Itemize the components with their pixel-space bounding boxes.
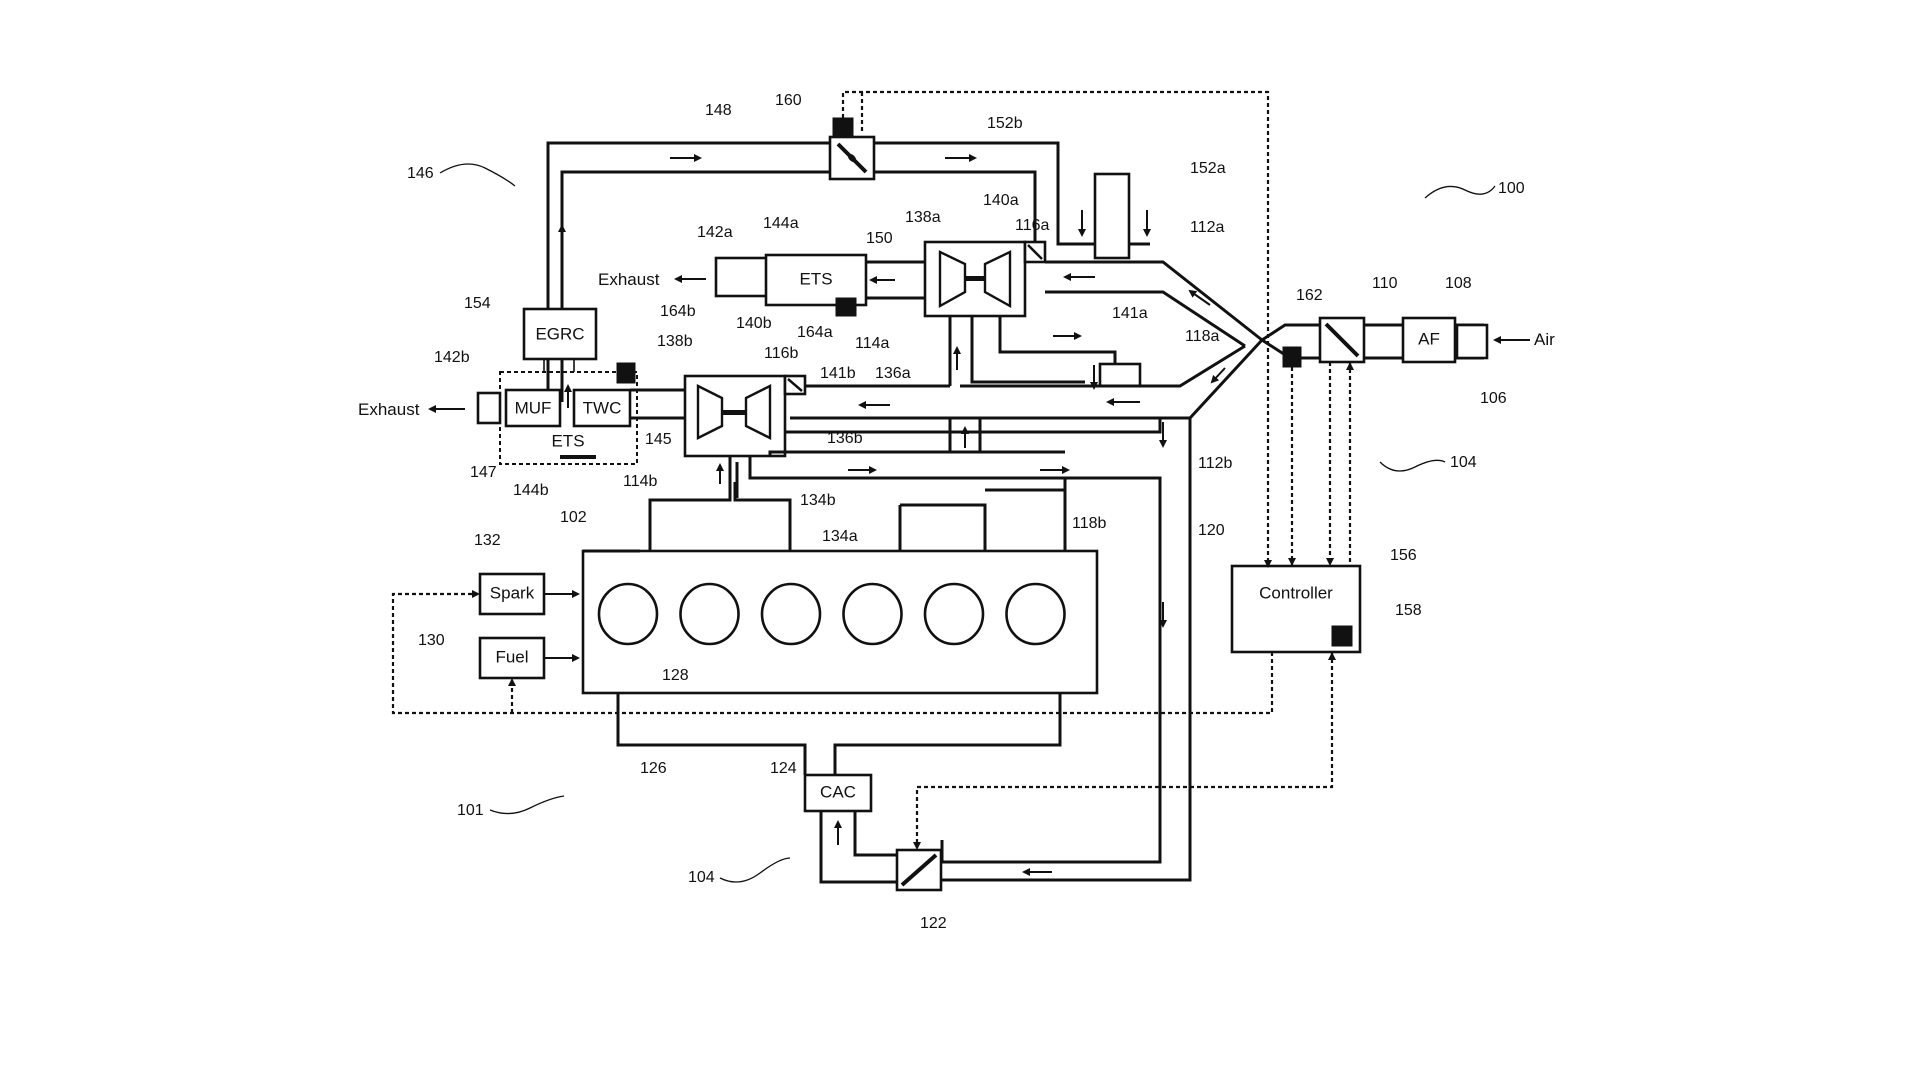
controller-memory [1331,625,1353,647]
cylinder [1005,582,1066,646]
ref-108: 108 [1445,275,1472,292]
ref-136a: 136a [875,365,911,382]
egr-valve[interactable] [828,135,876,181]
controller-to-spark-fuel-line [391,592,1274,715]
egr-cooler-label: EGRC [535,324,584,343]
ref-162: 162 [1296,287,1323,304]
ref-140b: 140b [736,315,772,332]
ref-100: 100 [1498,180,1525,197]
ref-114a: 114a [855,335,890,352]
ref-150: 150 [866,230,893,247]
ets-b-enclosure [499,371,638,465]
intake-sensor [1282,346,1302,368]
ref-138b: 138b [657,333,693,350]
ref-101: 101 [457,802,484,819]
ref-164a: 164a [797,324,833,341]
spark-label: Spark [490,583,535,602]
ref-128: 128 [662,667,689,684]
ref-145: 145 [645,431,672,448]
ref-164b: 164b [660,303,696,320]
ref-148: 148 [705,102,732,119]
cylinder [679,582,740,646]
ref-134a: 134a [822,528,858,545]
air-label: Air [1534,330,1555,349]
ref-144a: 144a [763,215,799,232]
charge-air-cooler-label: CAC [820,782,856,801]
ref-147: 147 [470,464,497,481]
ref-156: 156 [1390,547,1417,564]
exhaust-pipe-a [674,253,925,307]
egr-valve-control-line [841,90,1270,568]
ref-132: 132 [474,532,501,549]
intake-manifold [616,693,1062,775]
ref-120: 120 [1198,522,1225,539]
ref-116b: 116b [764,345,799,362]
turbocharger-a[interactable] [923,240,1047,318]
exhaust-a-label: Exhaust [598,270,660,289]
reference-labels: 100 101 104 104 146 148 160 150 152b 152… [407,92,1525,932]
ref-141b: 141b [820,365,856,382]
muf-box [504,388,562,428]
twc-label: TWC [583,398,622,417]
ref-110: 110 [1372,275,1398,292]
ref-146: 146 [407,165,434,182]
cylinder [842,582,903,646]
main-throttle[interactable] [895,848,943,892]
ref-112b: 112b [1198,455,1233,472]
controller-label: Controller [1259,583,1333,602]
ref-104-right: 104 [1450,454,1477,471]
charge-air-cooler-box [803,773,873,813]
exhaust-b-label: Exhaust [358,400,420,419]
cylinder [760,582,822,646]
ref-122: 122 [920,915,947,932]
turbo-b-passages [630,388,1192,882]
ref-134b: 134b [800,492,836,509]
ets-a-sensor [835,297,857,317]
ref-141a: 141a [1112,305,1148,322]
intake-throttle[interactable] [1318,316,1366,364]
ets-a-label: ETS [799,269,832,288]
muf-label: MUF [515,398,552,417]
air-filter-label: AF [1418,329,1440,348]
cylinder-group [597,582,1066,646]
ref-138a: 138a [905,209,941,226]
ref-152b: 152b [987,115,1023,132]
cylinder [597,582,659,646]
ets-b-label: ETS [551,431,584,450]
ref-118a: 118a [1185,328,1220,345]
ref-144b: 144b [513,482,549,499]
twc-box [572,388,632,428]
ref-136b: 136b [827,430,863,447]
ref-102: 102 [560,509,587,526]
ref-158: 158 [1395,602,1422,619]
ref-104-bottom: 104 [688,869,715,886]
ref-142b: 142b [434,349,470,366]
ref-130: 130 [418,632,445,649]
ref-142a: 142a [697,224,733,241]
ets-b-sensor [616,362,636,384]
egr-cooler-box [522,307,598,361]
ref-118b: 118b [1072,515,1107,532]
ref-112a: 112a [1190,219,1225,236]
ref-126: 126 [640,760,667,777]
egr-valve-sensor [832,117,854,138]
ref-106: 106 [1480,390,1507,407]
exhaust-pipe-b [476,391,502,425]
turbocharger-b[interactable] [683,374,807,458]
ref-154: 154 [464,295,491,312]
ref-160: 160 [775,92,802,109]
ref-116a: 116a [1015,217,1050,234]
fuel-label: Fuel [495,647,528,666]
ref-140a: 140a [983,192,1019,209]
ref-152a: 152a [1190,160,1226,177]
air-filter-box [1401,316,1457,364]
ref-114b: 114b [623,473,658,490]
cylinder [923,582,985,646]
ref-124: 124 [770,760,797,777]
